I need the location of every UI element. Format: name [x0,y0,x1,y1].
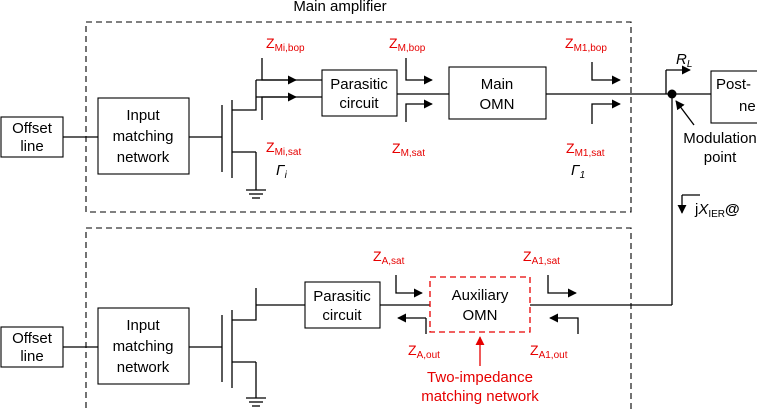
main-input-label-1: Input [126,107,160,124]
aux-offset-line-label-2: line [20,348,43,365]
main-amplifier-boundary [85,21,632,213]
label-z-mi-sat: ZMi,sat [266,139,301,158]
aux-amplifier-boundary [85,227,632,409]
label-jx-ier: jXIER@ [694,201,740,220]
main-amplifier-title: Main amplifier [293,0,386,15]
main-parasitic-label-2: circuit [339,95,379,112]
main-transistor-symbol [221,80,266,199]
post-matching-block [710,70,757,124]
two-impedance-label-1: Two-impedance [427,369,533,386]
label-z-a1-out: ZA1,out [530,342,568,361]
aux-parasitic-label-2: circuit [322,307,362,324]
label-rl: RL [676,51,692,70]
aux-parasitic-label-1: Parasitic [313,288,371,305]
modulation-label-2: point [704,149,737,166]
main-omn-label-2: OMN [480,96,515,113]
post-matching-label-2: ne [739,98,756,115]
two-impedance-label-2: matching network [421,388,539,405]
main-parasitic-label-1: Parasitic [330,76,388,93]
aux-input-label-1: Input [126,317,160,334]
post-matching-label-1: Post- [716,76,751,93]
aux-omn-block [429,276,531,333]
label-z-m-bop: ZM,bop [389,35,426,54]
main-input-matching-block [97,97,190,175]
main-parasitic-block [321,69,398,117]
main-offset-line-label-2: line [20,138,43,155]
label-z-a-out: ZA,out [408,342,440,361]
label-gamma-1: Γ1 [571,162,585,181]
arrow-z-m-bop [405,58,433,85]
aux-input-matching-block [97,307,190,385]
main-input-label-3: network [117,149,170,166]
main-input-label-2: matching [113,128,174,145]
arrow-z-a1-out [549,313,579,334]
arrow-z-a1-sat [547,275,577,298]
aux-omn-label-2: OMN [463,307,498,324]
label-z-m1-sat: ZM1,sat [566,140,605,159]
aux-input-label-2: matching [113,338,174,355]
arrow-z-mi-bop [261,58,297,85]
label-z-m1-bop: ZM1,bop [565,35,607,54]
label-z-a1-sat: ZA1,sat [523,248,560,267]
arrow-z-mi-sat [261,92,297,120]
arrow-z-m1-bop [591,62,621,85]
main-offset-line-label-1: Offset [12,120,53,137]
modulation-label-1: Modulation [683,130,756,147]
label-z-a-sat: ZA,sat [373,248,405,267]
arrow-z-a-sat [395,275,423,298]
aux-input-label-3: network [117,359,170,376]
label-gamma-i: Γi [276,162,288,181]
aux-parasitic-block [304,281,381,329]
main-omn-block [448,66,547,120]
aux-omn-label-1: Auxiliary [452,287,509,304]
main-omn-label-1: Main [481,76,514,93]
aux-offset-line-label-1: Offset [12,330,53,347]
label-z-mi-bop: ZMi,bop [266,35,305,54]
arrow-z-m1-sat [591,99,621,124]
label-z-m-sat: ZM,sat [392,140,425,159]
modulation-pointer-arrow [675,100,695,126]
arrow-z-m-sat [405,99,433,122]
aux-transistor-symbol [221,288,266,407]
